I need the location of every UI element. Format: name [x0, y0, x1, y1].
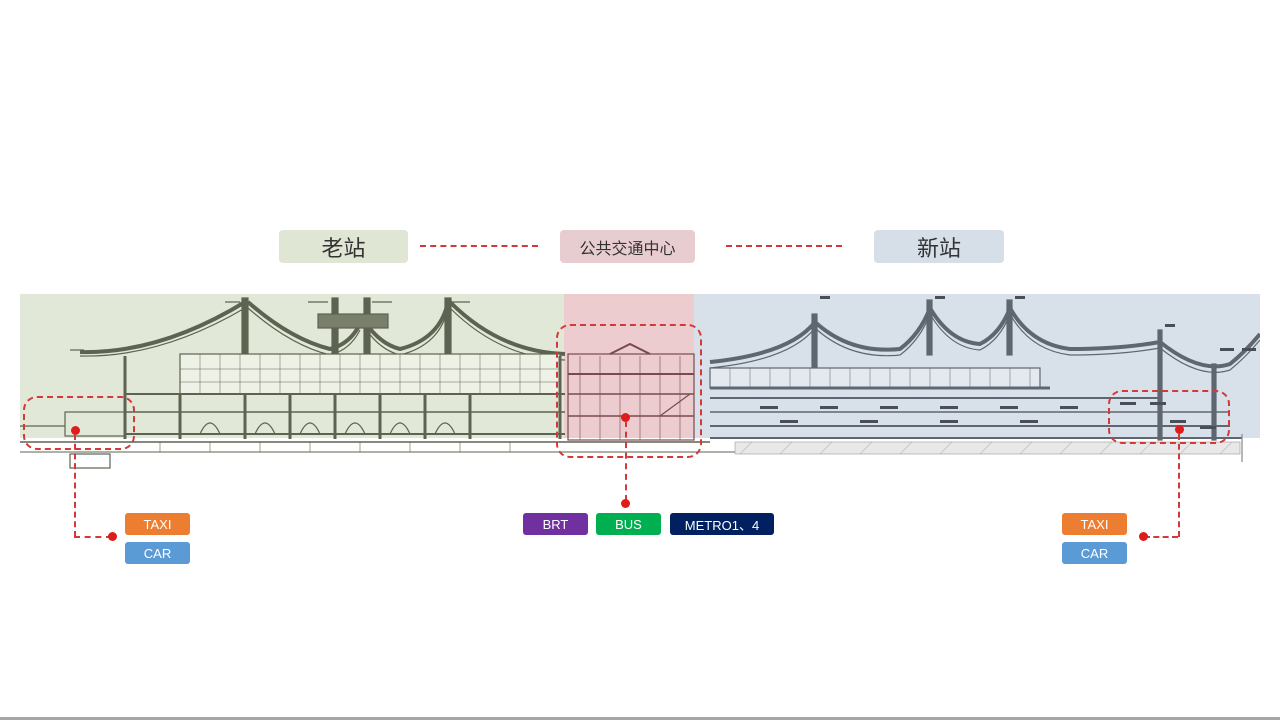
left-taxi-tag: TAXI — [125, 513, 190, 535]
right-taxi-label: TAXI — [1080, 516, 1109, 532]
right-connector-end-dot — [1139, 532, 1148, 541]
brt-label: BRT — [542, 516, 569, 532]
new-station-label-text: 新站 — [916, 236, 961, 262]
transit-center-section-drawing — [565, 342, 735, 453]
left-connector-end-dot — [108, 532, 117, 541]
metro-label: METRO1、4 — [684, 517, 760, 533]
left-taxi-label: TAXI — [143, 516, 172, 532]
station-section-drawing — [20, 296, 1260, 469]
right-connector-vertical — [1178, 434, 1180, 537]
left-connector-horizontal — [74, 536, 112, 538]
left-car-label: CAR — [143, 545, 172, 561]
brt-tag: BRT — [523, 513, 588, 535]
center-connector-origin-dot — [621, 413, 630, 422]
left-connector-origin-dot — [71, 426, 80, 435]
bus-tag: BUS — [596, 513, 661, 535]
connector-transit-to-new — [726, 245, 842, 247]
left-connector-vertical — [74, 434, 76, 537]
left-car-tag: CAR — [125, 542, 190, 564]
old-station-section-drawing — [20, 297, 566, 469]
right-taxi-tag: TAXI — [1062, 513, 1127, 535]
transit-center-label: 公共交通中心 — [560, 230, 695, 263]
left-pickup-area-frame — [23, 396, 135, 450]
right-car-tag: CAR — [1062, 542, 1127, 564]
metro-tag: METRO1、4 — [670, 513, 774, 535]
transit-center-frame — [556, 324, 702, 458]
new-station-zone — [694, 294, 1260, 438]
transit-center-label-text: 公共交通中心 — [579, 238, 676, 258]
right-connector-horizontal — [1144, 536, 1178, 538]
center-connector-end-dot — [621, 499, 630, 508]
right-connector-origin-dot — [1175, 425, 1184, 434]
new-station-label: 新站 — [874, 230, 1004, 263]
right-car-label: CAR — [1080, 545, 1109, 561]
slide-bottom-border — [0, 717, 1280, 720]
right-pickup-area-frame — [1108, 390, 1230, 444]
bus-label: BUS — [615, 516, 642, 532]
old-station-label: 老站 — [279, 230, 408, 263]
old-station-label-text: 老站 — [321, 236, 366, 262]
center-connector-vertical — [625, 421, 627, 501]
connector-old-to-transit — [420, 245, 538, 247]
new-station-section-drawing — [709, 296, 1260, 462]
